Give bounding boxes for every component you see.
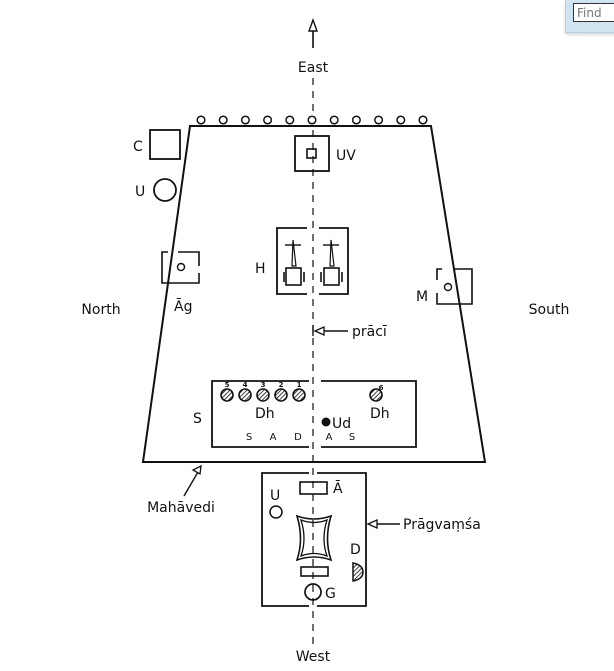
dhishnya-hearth [274,388,288,402]
dh-label-left: Dh [255,406,275,422]
posts-row [196,115,428,125]
sadas-letter: S [349,432,355,443]
dhishnya-hearth [369,388,383,402]
cart-icon-left [283,239,305,286]
ud-label: Ud [332,416,351,432]
uv-inner-square [306,148,317,159]
east-label: East [298,60,329,76]
post-circle [218,115,228,125]
post-circle [240,115,250,125]
sadas-letter: A [270,432,277,443]
havirdhana-box [276,227,349,295]
u-label-bottom: U [270,488,280,504]
post-circle [329,115,339,125]
g-label: G [325,586,336,602]
garhapatya-rect [300,566,329,577]
cart-icon-right [320,239,343,286]
m-label: M [416,289,428,305]
d-label: D [350,542,361,558]
post-circle [396,115,406,125]
ud-dot [321,417,331,427]
u-circle-top [153,178,177,202]
g-circle [304,583,322,601]
marjaliya-box [436,268,473,305]
sadas-letter: A [326,432,333,443]
c-label: C [133,139,143,155]
mahavedi-arrow-icon [183,464,202,497]
dhishnya-number: 2 [279,381,284,389]
dhishnya-number: 3 [261,381,266,389]
mahavedi-label: Mahāvedi [147,500,215,516]
ahavaniya-rect [299,481,328,495]
mahavedi-trapezoid [141,125,487,463]
dhishnya-hearth [238,388,252,402]
ag-label: Āg [174,298,192,315]
east-arrow-icon [308,17,318,48]
post-circle [351,115,361,125]
find-bar [565,0,614,33]
post-circle [196,115,206,125]
dhishnya-hearth [292,388,306,402]
pragvamsa-label: Prāgvaṃśa [403,517,481,533]
pragvamsa-box [261,472,367,607]
post-circle [418,115,428,125]
dhishnya-hearths: 5 4 3 2 1 6 [220,381,384,402]
dhishnya-hearth [220,388,234,402]
dhishnya-number: 6 [379,384,384,392]
sadas-letter: D [294,432,302,443]
praci-label: prācī [352,324,387,340]
u-label-top: U [135,184,145,200]
u-circle-bottom [269,505,283,519]
h-label: H [255,261,266,277]
post-circle [374,115,384,125]
dhishnya-number: 5 [225,381,230,389]
sadas-box [211,380,417,448]
dh-label-right: Dh [370,406,390,422]
c-square [149,129,181,160]
find-input[interactable] [573,3,614,22]
sadas-letter: S [246,432,252,443]
s-label: S [193,411,202,427]
south-label: South [529,302,570,318]
post-circle [263,115,273,125]
praci-arrow-icon [312,325,348,337]
dhishnya-hearth [256,388,270,402]
pragvamsa-arrow-icon [366,518,400,530]
vedi-shape [295,514,333,562]
dhishnya-number: 1 [297,381,302,389]
uv-label: UV [336,148,356,164]
west-label: West [296,649,331,665]
uv-square [294,135,330,172]
dakshina-hatched-semicircle [352,562,364,582]
post-circle [307,115,317,125]
post-circle [285,115,295,125]
north-label: North [81,302,120,318]
a-label: Ā [333,480,343,497]
dhishnya-number: 4 [243,381,248,389]
agnidhra-box [161,251,200,284]
